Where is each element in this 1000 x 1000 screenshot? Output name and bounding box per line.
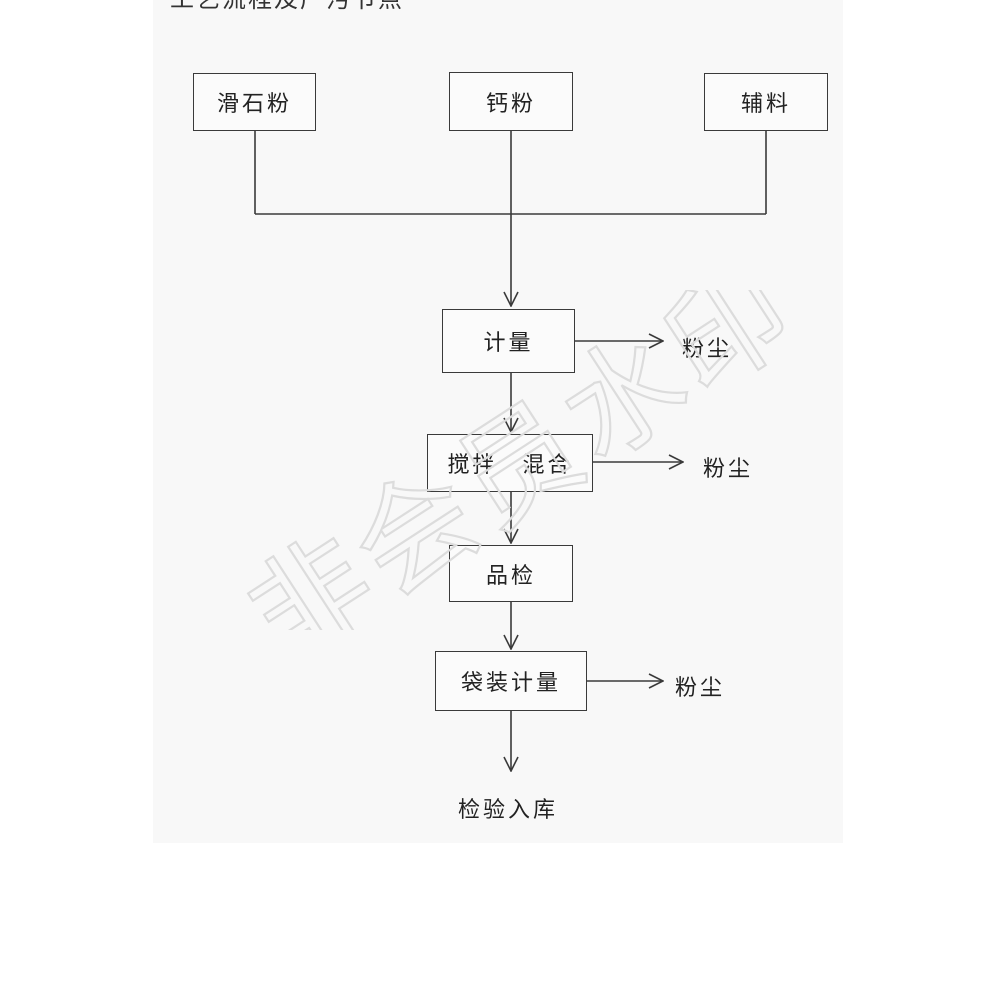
node-talc-box: 滑石粉 — [193, 73, 316, 131]
emission-metering-dust: 粉尘 — [682, 337, 733, 362]
emission-mixing-dust: 粉尘 — [703, 457, 754, 482]
node-calcium-box: 钙粉 — [449, 72, 573, 131]
node-bagging-box: 袋装计量 — [435, 651, 587, 711]
node-mixing-label: 搅拌 混合 — [447, 453, 573, 478]
diagram-heading: 工艺流程及产污节点 — [170, 0, 404, 14]
emission-bagging-dust: 粉尘 — [675, 676, 726, 701]
node-calcium-label: 钙粉 — [485, 91, 536, 117]
node-inspection-label: 品检 — [485, 563, 536, 589]
node-talc-label: 滑石粉 — [216, 92, 292, 117]
node-inspection-box: 品检 — [449, 545, 573, 602]
node-mixing-box: 搅拌 混合 — [427, 434, 593, 492]
node-storage-label: 检验入库 — [458, 798, 559, 823]
node-auxiliary-label: 辅料 — [740, 92, 791, 117]
node-metering-label: 计量 — [483, 331, 534, 356]
node-bagging-label: 袋装计量 — [460, 671, 561, 696]
node-auxiliary-box: 辅料 — [704, 73, 828, 131]
node-metering-box: 计量 — [442, 309, 575, 373]
